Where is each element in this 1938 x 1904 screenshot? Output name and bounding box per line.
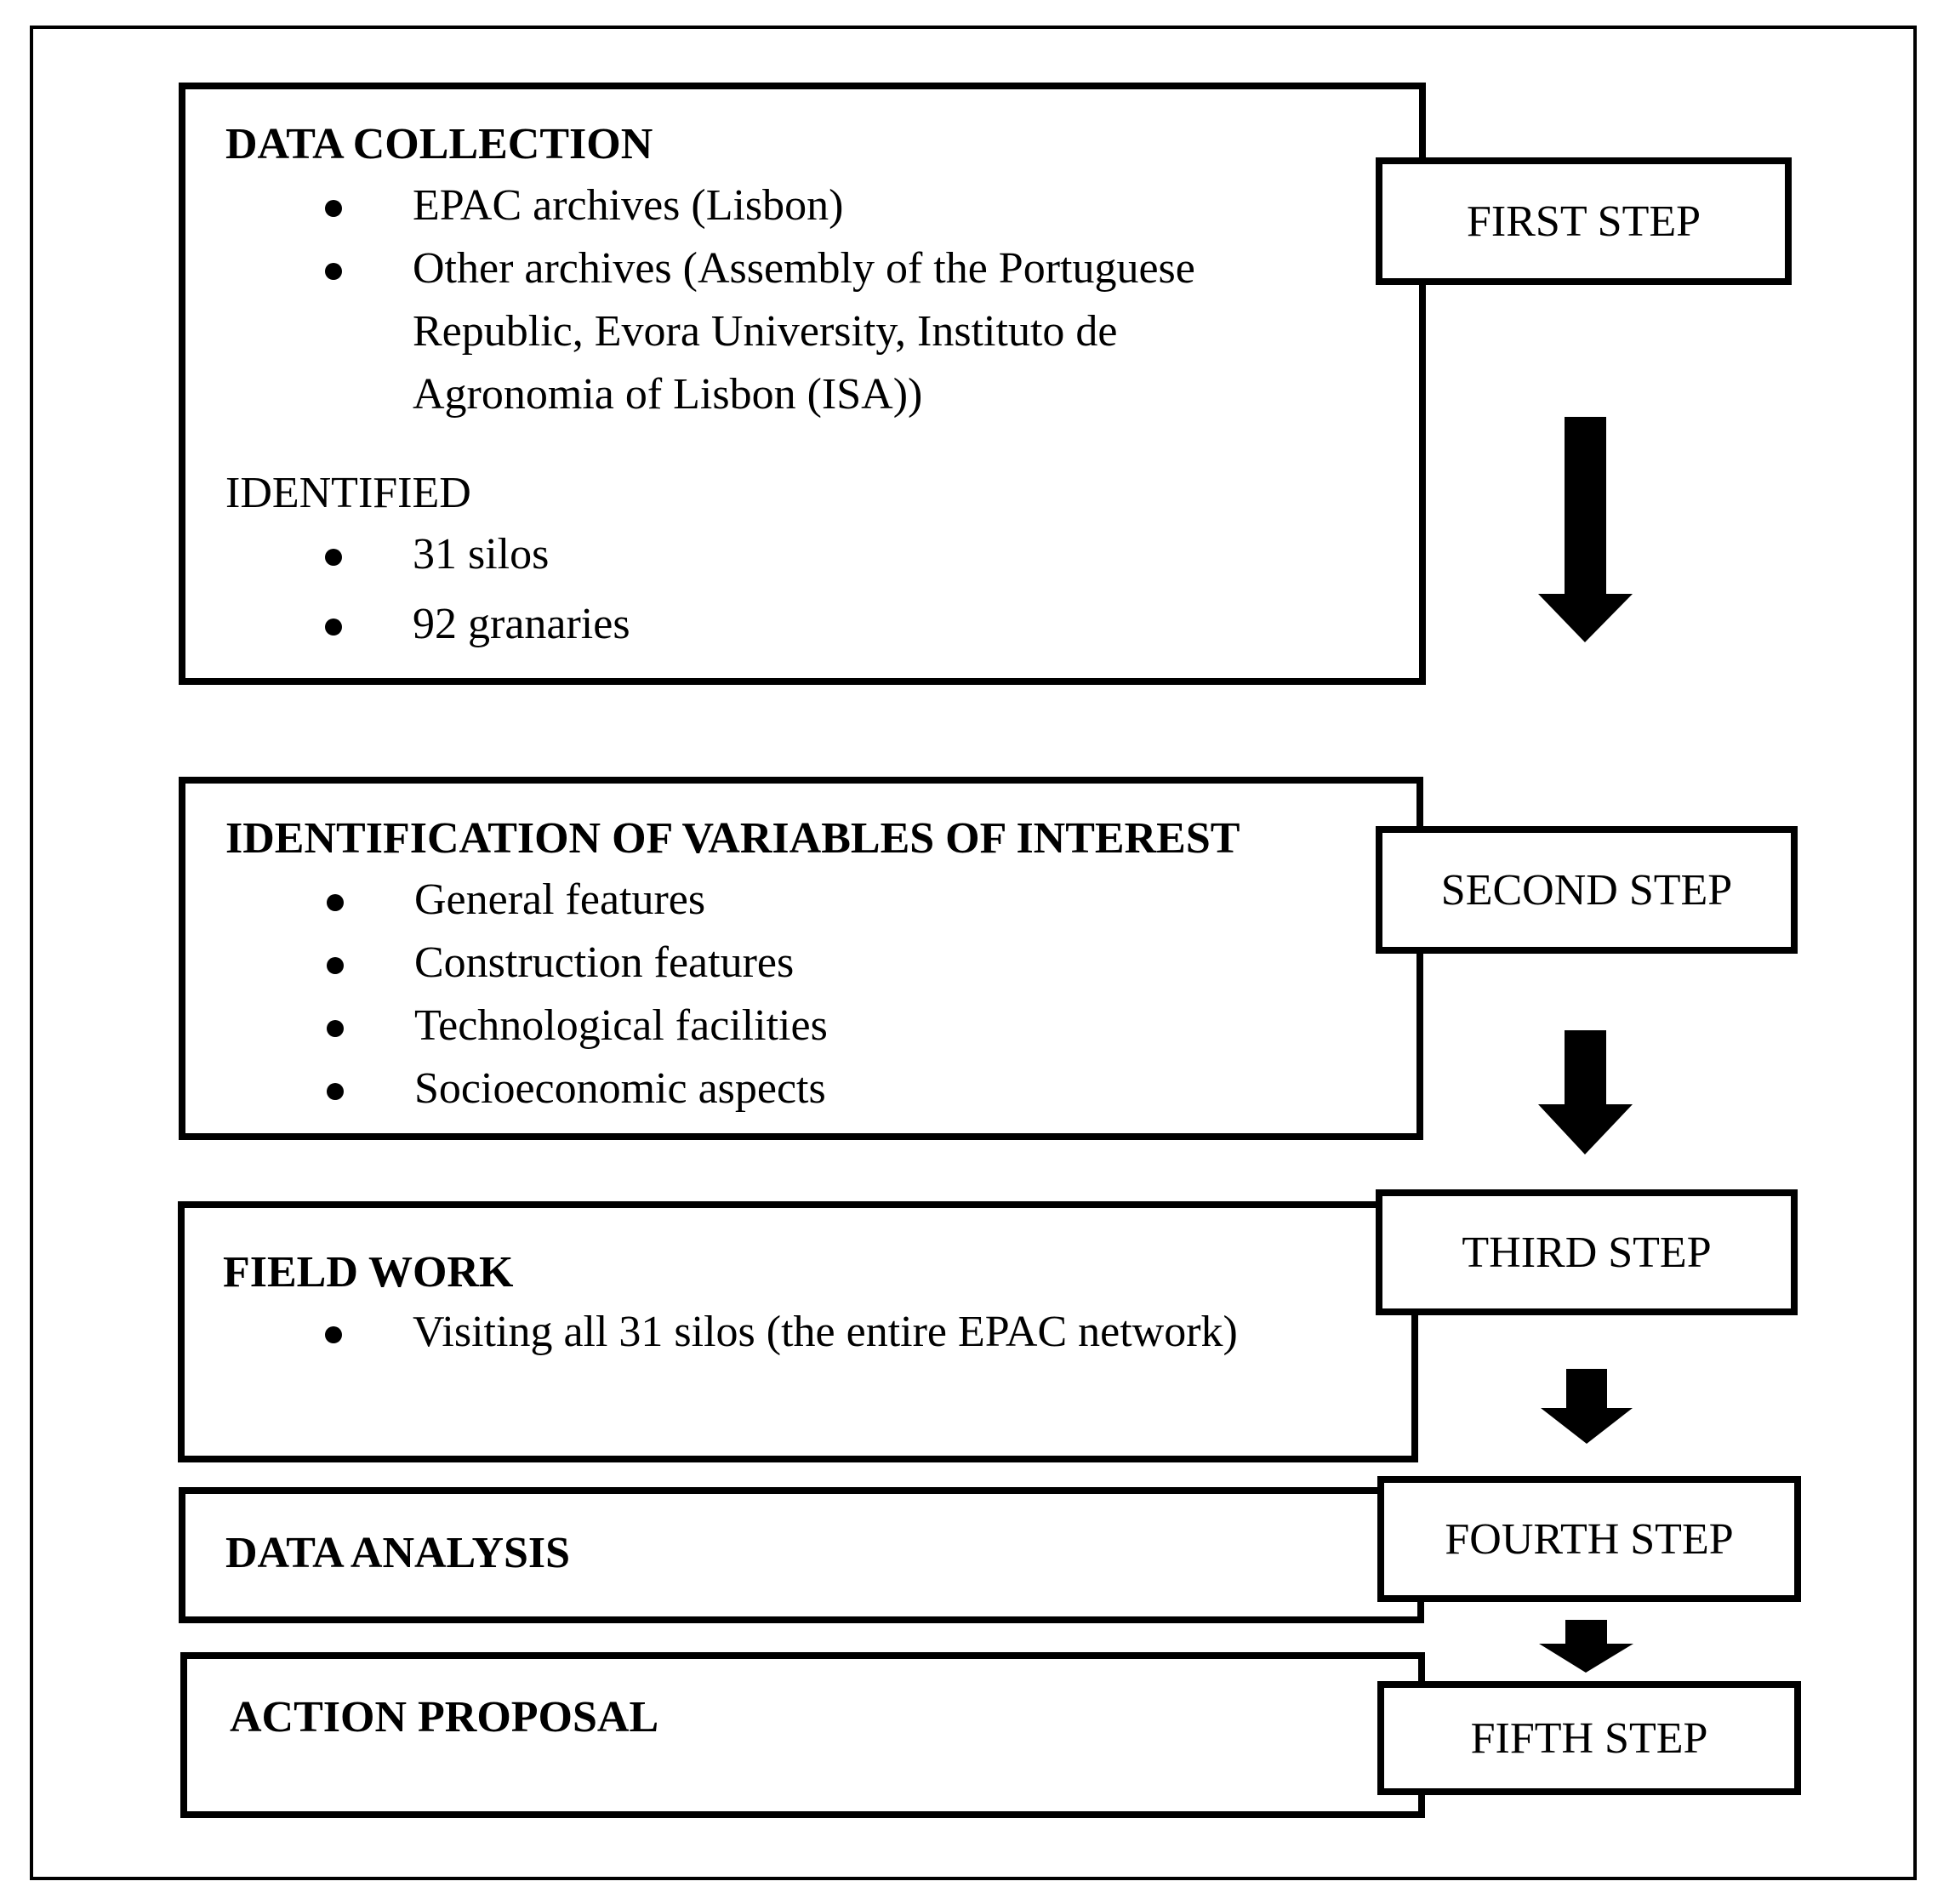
list-item-continuation: Republic, Evora University, Instituto de	[413, 307, 1118, 356]
field-work-bullets: Visiting all 31 silos (the entire EPAC n…	[325, 1301, 1238, 1364]
fifth-step-label: FIFTH STEP	[1377, 1681, 1801, 1795]
action-proposal-box	[180, 1652, 1425, 1818]
bullet-icon	[325, 263, 342, 280]
action-proposal-heading: ACTION PROPOSAL	[230, 1693, 659, 1742]
bullet-icon	[325, 549, 342, 566]
arrow-down-icon	[1538, 417, 1633, 642]
list-item: 31 silos	[325, 523, 630, 586]
data-analysis-box	[179, 1487, 1424, 1623]
list-item: Other archives (Assembly of the Portugue…	[325, 237, 1195, 300]
data-collection-bullets: EPAC archives (Lisbon) Other archives (A…	[325, 174, 1195, 426]
identified-bullets: 31 silos 92 granaries	[325, 523, 630, 656]
arrow-down-icon	[1538, 1030, 1633, 1154]
second-step-label: SECOND STEP	[1376, 826, 1798, 954]
arrow-down-icon	[1541, 1369, 1633, 1444]
list-item: General features	[327, 869, 828, 932]
list-item: Construction features	[327, 932, 828, 995]
list-item: Visiting all 31 silos (the entire EPAC n…	[325, 1301, 1238, 1364]
variables-heading: IDENTIFICATION OF VARIABLES OF INTEREST	[225, 814, 1240, 863]
list-item: 92 granaries	[325, 593, 630, 656]
list-item: Technological facilities	[327, 995, 828, 1057]
bullet-icon	[325, 619, 342, 636]
fourth-step-label: FOURTH STEP	[1377, 1476, 1801, 1602]
identified-subheading: IDENTIFIED	[225, 469, 471, 517]
data-collection-heading: DATA COLLECTION	[225, 120, 653, 168]
bullet-icon	[325, 1326, 342, 1343]
variables-bullets: General features Construction features T…	[327, 869, 828, 1120]
bullet-icon	[327, 1083, 344, 1100]
field-work-box	[178, 1201, 1418, 1462]
list-item-continuation: Agronomia of Lisbon (ISA))	[413, 370, 923, 419]
diagram-frame	[30, 26, 1917, 1880]
bullet-icon	[327, 957, 344, 974]
list-item: EPAC archives (Lisbon)	[325, 174, 1195, 237]
bullet-icon	[327, 894, 344, 911]
list-item: Socioeconomic aspects	[327, 1057, 828, 1120]
arrow-down-icon	[1539, 1620, 1633, 1673]
bullet-icon	[327, 1020, 344, 1037]
field-work-heading: FIELD WORK	[223, 1248, 514, 1297]
bullet-icon	[325, 200, 342, 217]
third-step-label: THIRD STEP	[1376, 1189, 1798, 1315]
data-analysis-heading: DATA ANALYSIS	[225, 1529, 571, 1577]
first-step-label: FIRST STEP	[1376, 157, 1792, 285]
variables-box	[179, 777, 1423, 1140]
data-collection-box	[179, 83, 1426, 685]
